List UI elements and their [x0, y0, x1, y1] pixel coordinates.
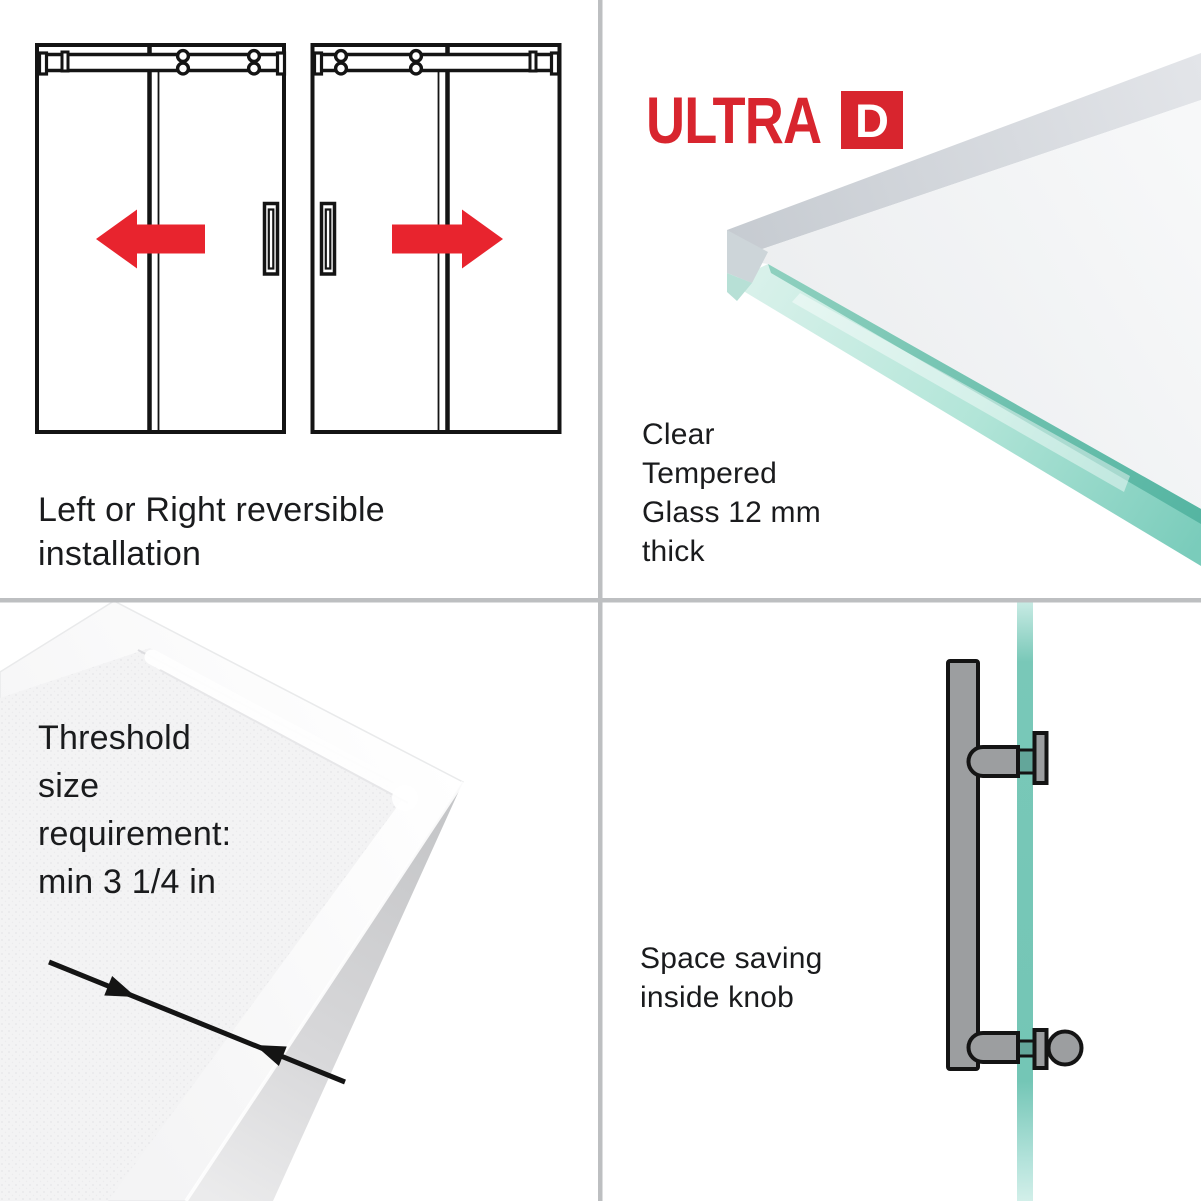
- outside-flange-top: [1032, 731, 1049, 785]
- door-diagrams: [35, 43, 562, 434]
- outside-flange-bottom: [1032, 1028, 1049, 1070]
- brand-d-badge: D: [841, 91, 903, 149]
- rail-end-cap-right: [275, 51, 287, 76]
- slide-direction-arrow-left: [96, 209, 205, 269]
- mount-arm-top: [966, 745, 1020, 778]
- divider-horizontal: [0, 598, 1201, 603]
- brand-wordmark: ULTRA: [646, 83, 822, 157]
- feature-label-inside-knob: Space saving inside knob: [640, 939, 823, 1017]
- tray-groove-lower-line: [159, 669, 409, 804]
- handle-bar: [946, 659, 980, 1071]
- glass-front-edge-top-strip: [768, 264, 1201, 524]
- handle-hardware: [946, 659, 1084, 1071]
- feature-line: inside knob: [640, 981, 794, 1014]
- feature-line: Threshold: [38, 719, 191, 757]
- knob-ball: [1046, 1029, 1084, 1067]
- tray-groove-gloss-spot: [392, 785, 418, 811]
- roller-wheels: [175, 48, 262, 76]
- glass-corner-facet-upper: [727, 230, 768, 283]
- rail-end-cap-right: [549, 51, 561, 76]
- glass-panel-illustration: [727, 53, 1201, 566]
- tray-edge-lip-highlight: [184, 781, 465, 1201]
- feature-line: min 3 1/4 in: [38, 863, 217, 901]
- tray-groove-highlight: [144, 649, 410, 799]
- tray-floor-texture: [0, 648, 402, 1201]
- mount-arm-bottom: [966, 1031, 1020, 1064]
- feature-line: Left or Right reversible: [38, 491, 385, 529]
- rail-end-cap-left: [37, 51, 49, 76]
- dimension-line: [48, 959, 346, 1085]
- feature-label-threshold-size: Threshold size requirement: min 3 1/4 in: [38, 714, 231, 906]
- threshold-dimension-arrow: [48, 959, 346, 1085]
- feature-line: thick: [642, 535, 705, 568]
- glass-edge-highlight: [792, 293, 1130, 492]
- slide-direction-arrow-right: [392, 209, 503, 269]
- brand-wordmark-wrap: ULTRA: [646, 83, 832, 157]
- feature-line: size: [38, 767, 100, 805]
- shower-tray-illustration: [0, 600, 465, 1201]
- feature-line: installation: [38, 535, 202, 573]
- brand-logo: ULTRA D: [646, 83, 903, 157]
- glass-top-surface: [733, 100, 1201, 509]
- rail-bracket: [60, 50, 70, 73]
- dimension-arrowhead-upper: [104, 976, 136, 997]
- rail-bracket: [528, 50, 538, 73]
- glass-front-edge: [736, 264, 1201, 566]
- door-diagram-right: [310, 43, 562, 434]
- glass-corner-facet-lower: [727, 273, 752, 301]
- door-handle-slot: [267, 208, 275, 270]
- feature-line: Clear: [642, 418, 715, 451]
- feature-label-reversible-installation: Left or Right reversible installation: [38, 488, 385, 576]
- feature-line: Glass 12 mm: [642, 496, 821, 529]
- door-handle-slot: [324, 208, 332, 270]
- glass-bevel-edge: [727, 53, 1201, 259]
- door-diagram-left: [35, 43, 287, 434]
- feature-line: Space saving: [640, 942, 823, 975]
- glass-strip: [1017, 602, 1033, 1201]
- rail-end-cap-left: [312, 51, 324, 76]
- top-rail: [39, 52, 282, 73]
- feature-line: requirement:: [38, 815, 232, 853]
- feature-label-tempered-glass: Clear Tempered Glass 12 mm thick: [642, 415, 821, 571]
- roller-wheels: [333, 48, 424, 76]
- dimension-arrowhead-lower: [255, 1045, 287, 1066]
- knob-illustration: [946, 602, 1084, 1201]
- top-rail: [314, 52, 557, 73]
- feature-line: Tempered: [642, 457, 778, 490]
